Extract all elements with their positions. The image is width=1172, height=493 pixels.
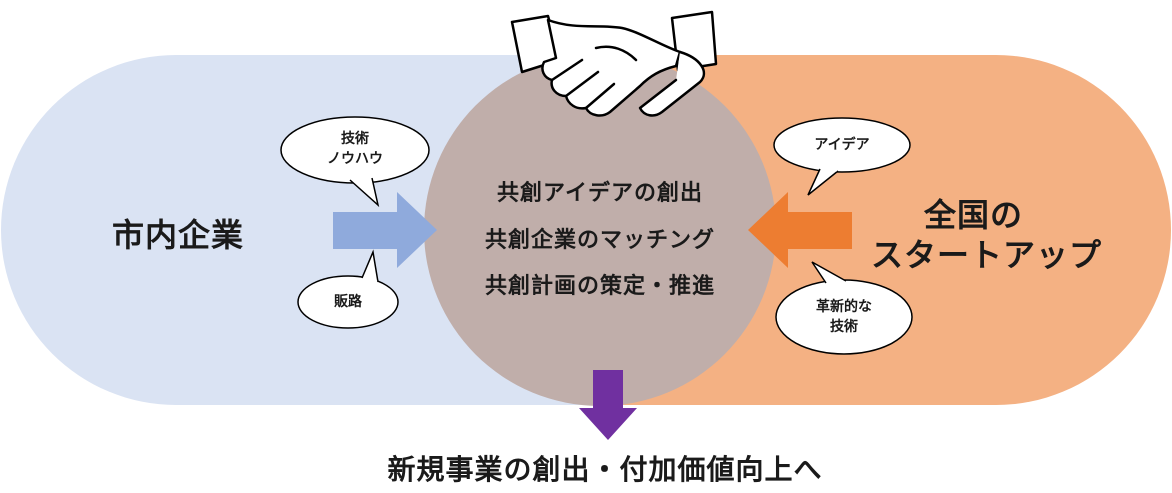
bubble-right-bottom-line2: 技術 xyxy=(830,319,858,335)
bubble-left-bottom xyxy=(297,249,399,329)
center-circle xyxy=(424,54,776,406)
bubble-left-top xyxy=(280,116,430,208)
bubble-right-top xyxy=(773,117,911,196)
bubble-left-top-text: 技術 ノウハウ xyxy=(295,129,415,169)
center-line-2: 共創企業のマッチング xyxy=(484,228,715,253)
bubble-right-bottom-text: 革新的な 技術 xyxy=(784,297,904,337)
center-line-1: 共創アイデアの創出 xyxy=(497,181,703,206)
handshake-icon xyxy=(510,10,718,117)
right-entity-line2: スタートアップ xyxy=(871,236,1103,274)
center-line-3: 共創計画の策定・推進 xyxy=(484,274,715,299)
left-arrow xyxy=(333,192,437,268)
right-entity-line1: 全国の xyxy=(924,196,1024,234)
right-arrow xyxy=(748,192,852,268)
bubble-right-bottom xyxy=(775,261,913,355)
bubble-left-bottom-line1: 販路 xyxy=(334,294,362,310)
left-entity-label: 市内企業 xyxy=(112,216,245,254)
bubble-left-bottom-text: 販路 xyxy=(298,292,398,312)
bubble-right-top-line1: アイデア xyxy=(814,137,870,153)
bubble-left-top-line1: 技術 xyxy=(341,131,369,147)
outcome-label: 新規事業の創出・付加価値向上へ xyxy=(387,453,823,486)
bubble-left-top-line2: ノウハウ xyxy=(327,151,383,167)
bubble-right-top-text: アイデア xyxy=(782,135,902,155)
bubble-right-bottom-line1: 革新的な xyxy=(816,299,872,315)
down-arrow xyxy=(579,370,637,440)
